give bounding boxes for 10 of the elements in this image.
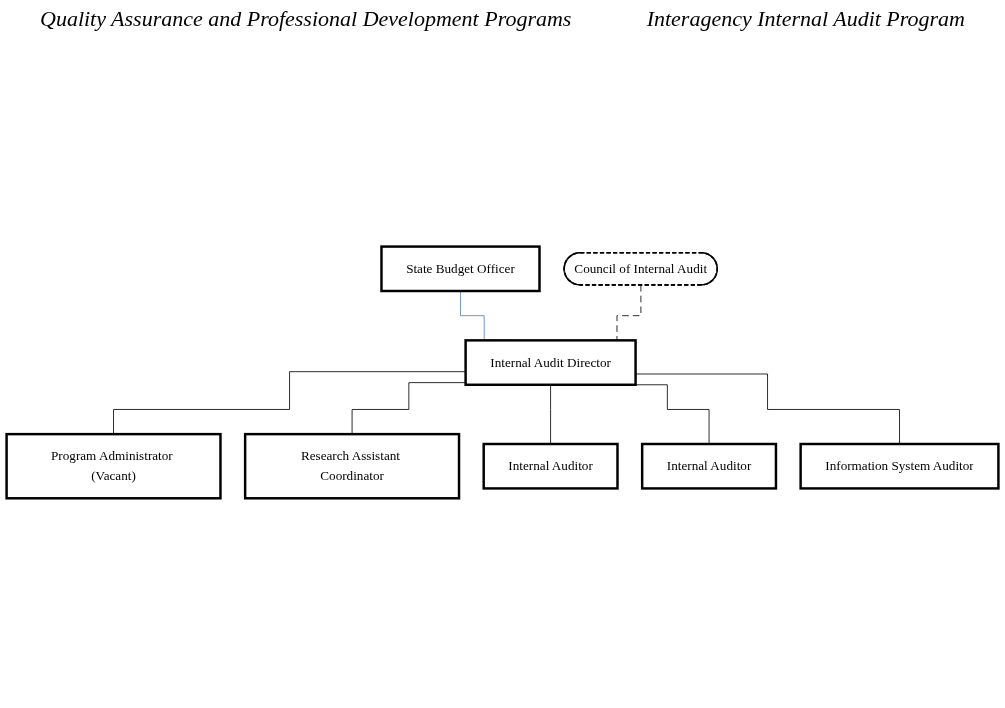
node-box: Internal Audit Director <box>464 338 637 386</box>
node-box: Information System Auditor <box>799 442 1000 490</box>
connector <box>635 373 900 444</box>
node-box: Research Assistant Coordinator <box>243 432 461 500</box>
node-box: Internal Auditor <box>640 442 778 490</box>
group-heading: Interagency Internal Audit Program <box>646 6 965 33</box>
node-box: Program Administrator (Vacant) <box>5 432 222 500</box>
node-box: State Budget Officer <box>380 244 541 292</box>
group-heading: Quality Assurance and Professional Development Programs <box>40 6 572 33</box>
node-box: Internal Auditor <box>482 442 619 490</box>
